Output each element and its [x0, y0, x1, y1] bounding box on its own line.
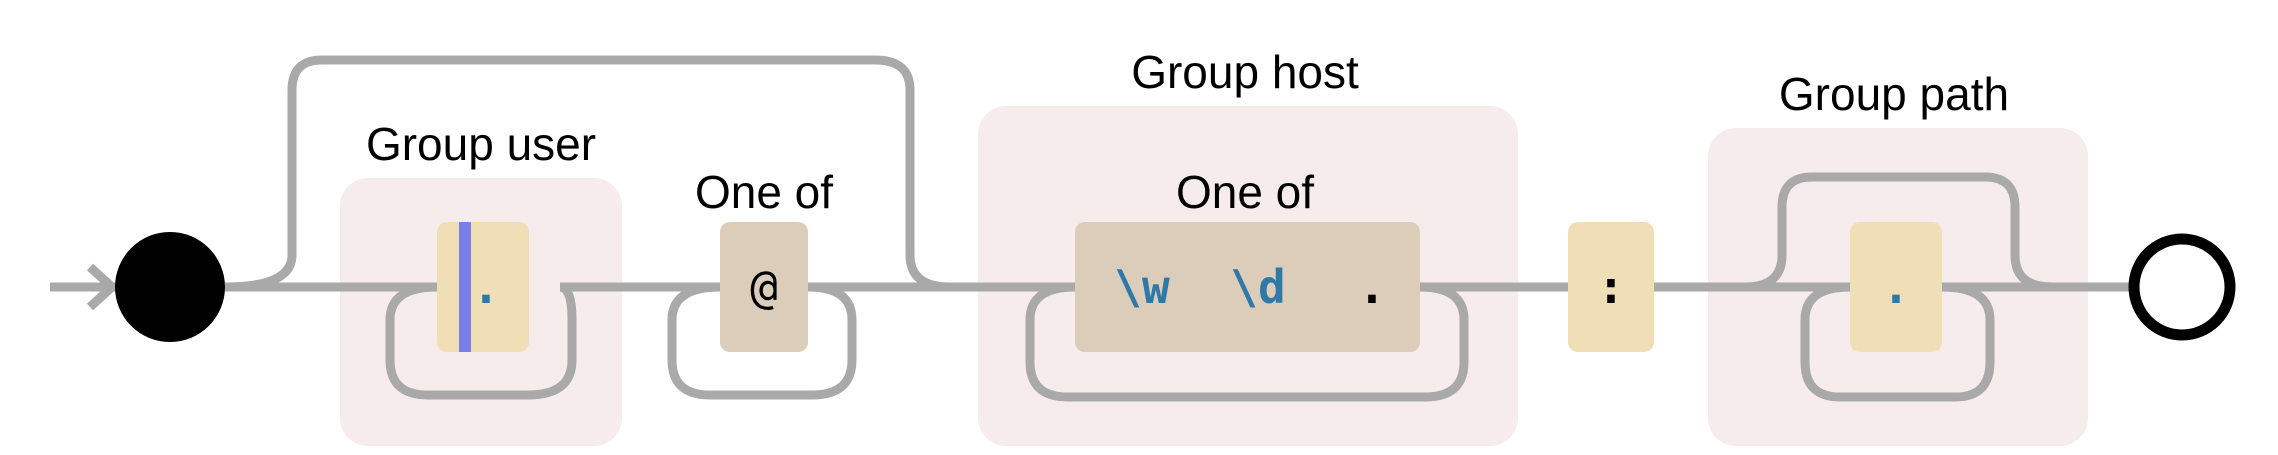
path-literal-box	[1850, 222, 1942, 352]
start-node	[115, 232, 225, 342]
connector-paths	[50, 55, 2130, 402]
user-token: .	[472, 260, 500, 314]
at-token: @	[750, 260, 778, 314]
path-token: .	[1882, 260, 1910, 314]
text-cursor-marker	[459, 222, 471, 352]
group-user-label: Group user	[366, 118, 596, 170]
host-one-of-label: One of	[1176, 166, 1314, 218]
host-token-dot: .	[1358, 260, 1386, 314]
end-node	[2128, 233, 2236, 341]
group-host-label: Group host	[1131, 46, 1359, 98]
host-charset-box	[1075, 222, 1420, 352]
at-charset-box	[720, 222, 808, 352]
group-path-label: Group path	[1779, 68, 2009, 120]
colon-literal-box	[1568, 222, 1654, 352]
host-token-digit: \d	[1230, 260, 1285, 314]
host-token-word: \w	[1114, 260, 1170, 314]
one-of-at-label: One of	[695, 166, 833, 218]
colon-token: :	[1597, 260, 1625, 314]
